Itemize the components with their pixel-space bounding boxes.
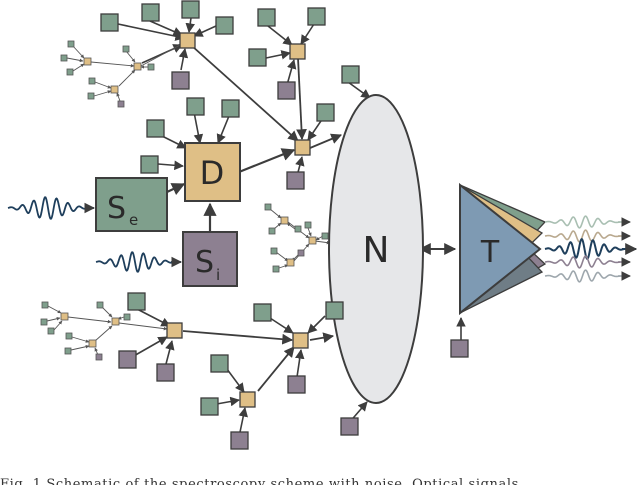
output-waves — [544, 215, 638, 283]
mini-nodes — [40, 40, 329, 361]
source-e-box — [95, 177, 168, 232]
source-i-box — [182, 231, 238, 287]
source-e-subscript: e — [129, 211, 138, 229]
network-ellipse — [328, 94, 424, 404]
transmitter — [459, 182, 547, 316]
input-nodes — [100, 0, 360, 416]
input-wave-i — [95, 251, 175, 273]
noise-nodes — [118, 71, 469, 450]
edges — [117, 17, 466, 438]
figure-caption: Fig. 1 Schematic of the spectroscopy sch… — [0, 477, 519, 485]
mini-network-top-left — [66, 43, 183, 102]
transmitter-triangle — [459, 182, 542, 316]
input-wave-e — [7, 196, 89, 220]
source-i-subscript: i — [216, 266, 220, 284]
transmitter-label: T — [480, 235, 500, 270]
hub-nodes — [166, 32, 311, 408]
detector-label: D — [200, 154, 225, 192]
source-i-label: S — [195, 245, 214, 280]
source-e-label: S — [107, 191, 126, 226]
detector-box — [184, 142, 241, 202]
mini-network-middle — [269, 208, 331, 269]
network-label: N — [363, 230, 390, 271]
mini-network-bottom-left — [46, 305, 168, 356]
